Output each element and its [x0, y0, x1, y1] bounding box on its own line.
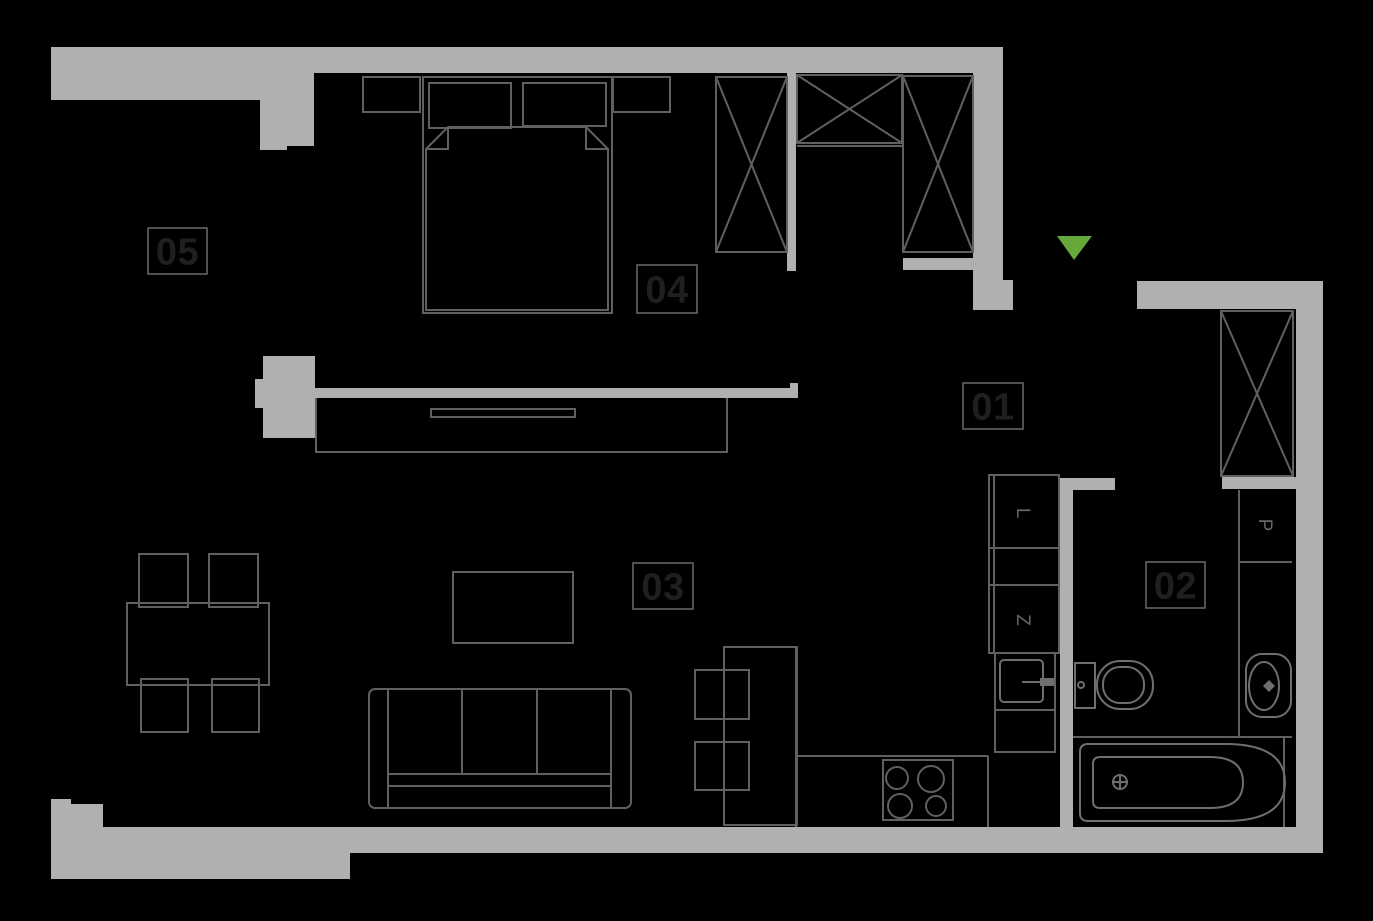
dining-chair	[138, 553, 189, 608]
wall-top-right	[1137, 281, 1323, 309]
kitchen-faucet-handle	[1040, 678, 1054, 686]
room-label-02: 02	[1145, 561, 1206, 609]
bar-stool	[694, 741, 750, 791]
wall-top-left	[51, 47, 260, 100]
room-label-05-text: 05	[156, 232, 199, 274]
coffee-table	[452, 571, 574, 644]
room-label-01-text: 01	[971, 387, 1014, 429]
burner	[887, 793, 913, 819]
fridge-label: L	[1012, 508, 1033, 519]
wall-bottom-left-step2	[71, 804, 103, 827]
bathroom	[1073, 490, 1292, 827]
bathroom-partition-lines	[1073, 490, 1292, 827]
bathtub	[1079, 743, 1287, 822]
kitchen-tall-cabinets	[988, 474, 1060, 654]
room-label-04: 04	[636, 264, 698, 314]
hall-wardrobe	[1220, 310, 1294, 477]
nightstand-right	[612, 76, 671, 113]
room-label-01: 01	[962, 382, 1024, 430]
room-label-01-box	[962, 382, 1024, 430]
pillow-left	[428, 82, 512, 129]
room-label-05: 05	[147, 227, 208, 275]
burner	[885, 766, 909, 790]
sofa	[368, 688, 632, 809]
bed-duvet-folds	[426, 127, 608, 150]
kitchen	[795, 474, 1060, 827]
living-furniture	[126, 398, 798, 826]
bar-stool	[694, 669, 750, 720]
wall-bottom	[350, 827, 1323, 853]
wall-top	[314, 47, 973, 73]
wall-bathroom-door-left-stub	[1060, 478, 1115, 490]
washer-label: P	[1254, 519, 1275, 532]
wall-bathroom-door-right-stub	[1222, 477, 1299, 489]
entrance-arrow-icon	[1057, 236, 1092, 260]
dishwasher-label: Z	[1012, 614, 1033, 626]
tv-sideboard	[315, 398, 728, 453]
room-label-02-box	[1145, 561, 1206, 609]
wall-closet-divider	[787, 73, 796, 271]
room-label-05-box	[147, 227, 208, 275]
dining-table	[126, 602, 270, 686]
closet-middle	[796, 74, 903, 147]
room-label-04-text: 04	[645, 270, 688, 312]
kitchen-counter	[795, 648, 989, 827]
wall-right	[1296, 309, 1323, 853]
dining-chair	[140, 678, 189, 733]
stove	[882, 759, 954, 821]
wall-bottom-left-thick	[51, 827, 350, 879]
basin-faucet	[1263, 680, 1275, 692]
room-label-03-text: 03	[641, 567, 684, 609]
pillow-right	[522, 82, 607, 127]
washbasin	[1245, 653, 1292, 718]
kitchen-sink-cabinet	[994, 652, 1056, 753]
closet-left	[715, 76, 788, 253]
wall-pillar-top-foot	[260, 146, 287, 150]
room-label-04-box	[636, 264, 698, 314]
walls	[51, 47, 1323, 879]
room-label-03: 03	[632, 562, 694, 610]
room-label-02-text: 02	[1154, 566, 1197, 608]
closets	[715, 74, 974, 253]
wall-bedroom-living-divider	[315, 388, 798, 398]
bedroom-furniture	[362, 76, 671, 314]
burner	[917, 765, 945, 793]
wall-closet-bottom-strip	[903, 258, 982, 270]
wall-bedroom-right	[973, 47, 1003, 280]
nightstand-left	[362, 76, 421, 113]
tv	[430, 408, 576, 418]
wall-divider-end-notch	[790, 383, 798, 388]
closet-right	[902, 75, 974, 253]
bed-frame	[422, 76, 613, 314]
wall-pillar-middle-tab	[255, 379, 263, 408]
room-label-03-box	[632, 562, 694, 610]
wall-bathroom-left	[1060, 478, 1073, 827]
toilet	[1074, 660, 1154, 710]
bed-duvet	[425, 126, 609, 311]
dining-chair	[211, 678, 260, 733]
burner	[925, 795, 947, 817]
wall-pillar-middle	[263, 356, 315, 438]
wall-pillar-top	[260, 47, 314, 146]
bar-table	[723, 646, 798, 826]
wall-bottom-left-step1	[51, 799, 71, 827]
dining-chair	[208, 553, 259, 608]
wall-bedroom-right-foot	[973, 280, 1013, 310]
